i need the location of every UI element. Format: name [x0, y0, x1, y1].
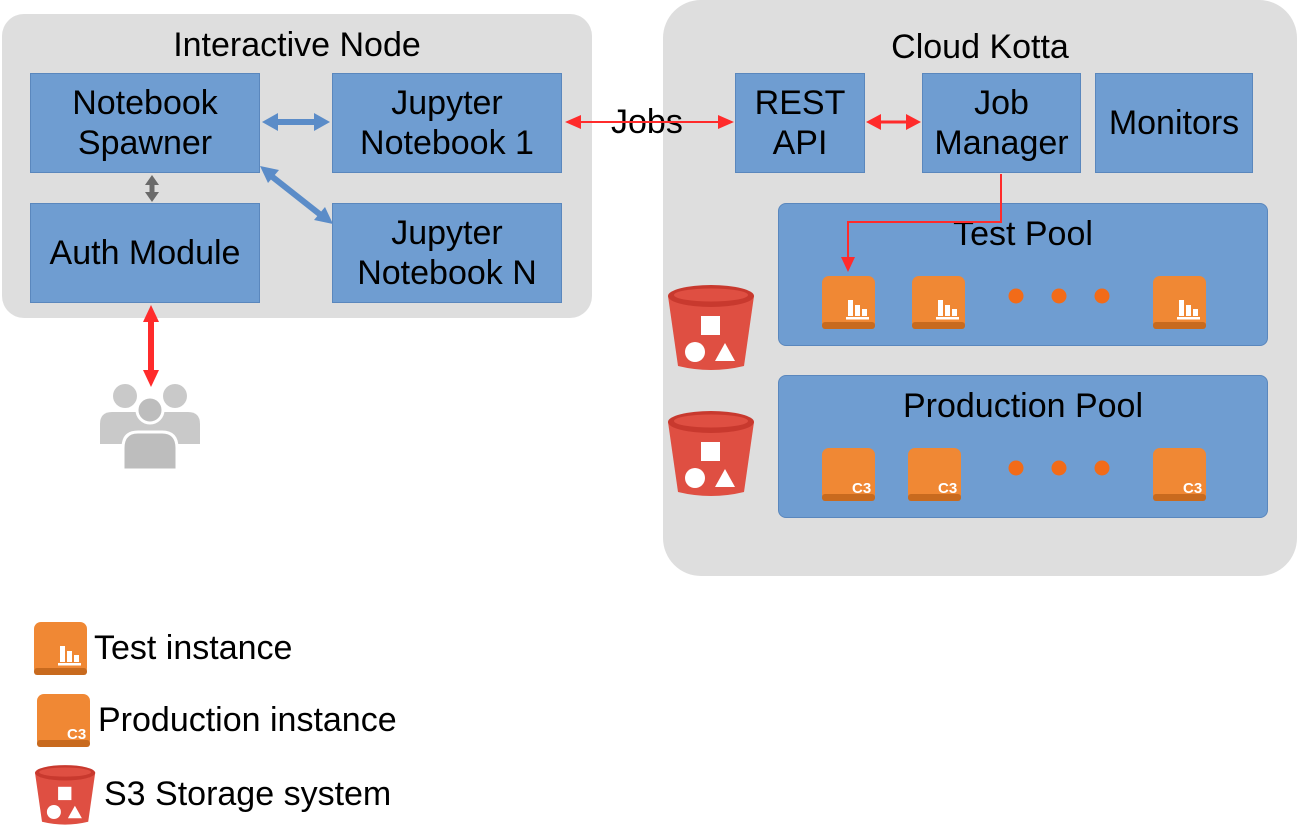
- test-instance-icon: [1153, 276, 1206, 329]
- spawner-to-notebookn-arrow: [260, 166, 333, 224]
- notebook-spawner-box[interactable]: Notebook Spawner: [30, 73, 260, 173]
- job-manager-box[interactable]: Job Manager: [922, 73, 1081, 173]
- production-instance-icon: [822, 448, 875, 501]
- jupyter-notebook-1-box[interactable]: Jupyter Notebook 1: [332, 73, 562, 173]
- test-instance-icon: [912, 276, 965, 329]
- production-instance-icon: [908, 448, 961, 501]
- ellipsis-dots-icon: [1008, 288, 1110, 304]
- auth-to-users-arrow: [143, 305, 159, 387]
- legend-test-instance-label: Test instance: [94, 629, 293, 667]
- test-instance-icon: [822, 276, 875, 329]
- jobmanager-to-test-instance-arrow: [841, 174, 1002, 272]
- jupyter-notebook-n-box[interactable]: Jupyter Notebook N: [332, 203, 562, 303]
- spawner-to-notebook1-arrow: [262, 113, 330, 131]
- legend-test-instance-icon: [34, 622, 87, 675]
- production-instance-icon: [1153, 448, 1206, 501]
- legend-production-instance-label: Production instance: [98, 701, 397, 739]
- production-pool-title: Production Pool: [902, 387, 1144, 425]
- interactive-node-title: Interactive Node: [173, 26, 421, 64]
- legend-s3-bucket-icon: [35, 765, 96, 825]
- ellipsis-dots-icon: [1008, 460, 1110, 476]
- s3-bucket-icon: [668, 411, 754, 496]
- legend-s3-storage-label: S3 Storage system: [104, 775, 392, 813]
- cloud-kotta-title: Cloud Kotta: [891, 28, 1069, 66]
- users-icon: [100, 384, 200, 472]
- s3-bucket-icon: [668, 285, 754, 370]
- rest-to-jobmanager-arrow: [866, 114, 921, 130]
- monitors-box[interactable]: Monitors: [1095, 73, 1253, 173]
- spawner-to-auth-arrow: [145, 175, 159, 202]
- auth-module-box[interactable]: Auth Module: [30, 203, 260, 303]
- legend-production-instance-icon: [37, 694, 90, 747]
- rest-api-box[interactable]: REST API: [735, 73, 865, 173]
- jobs-arrow: [565, 115, 734, 129]
